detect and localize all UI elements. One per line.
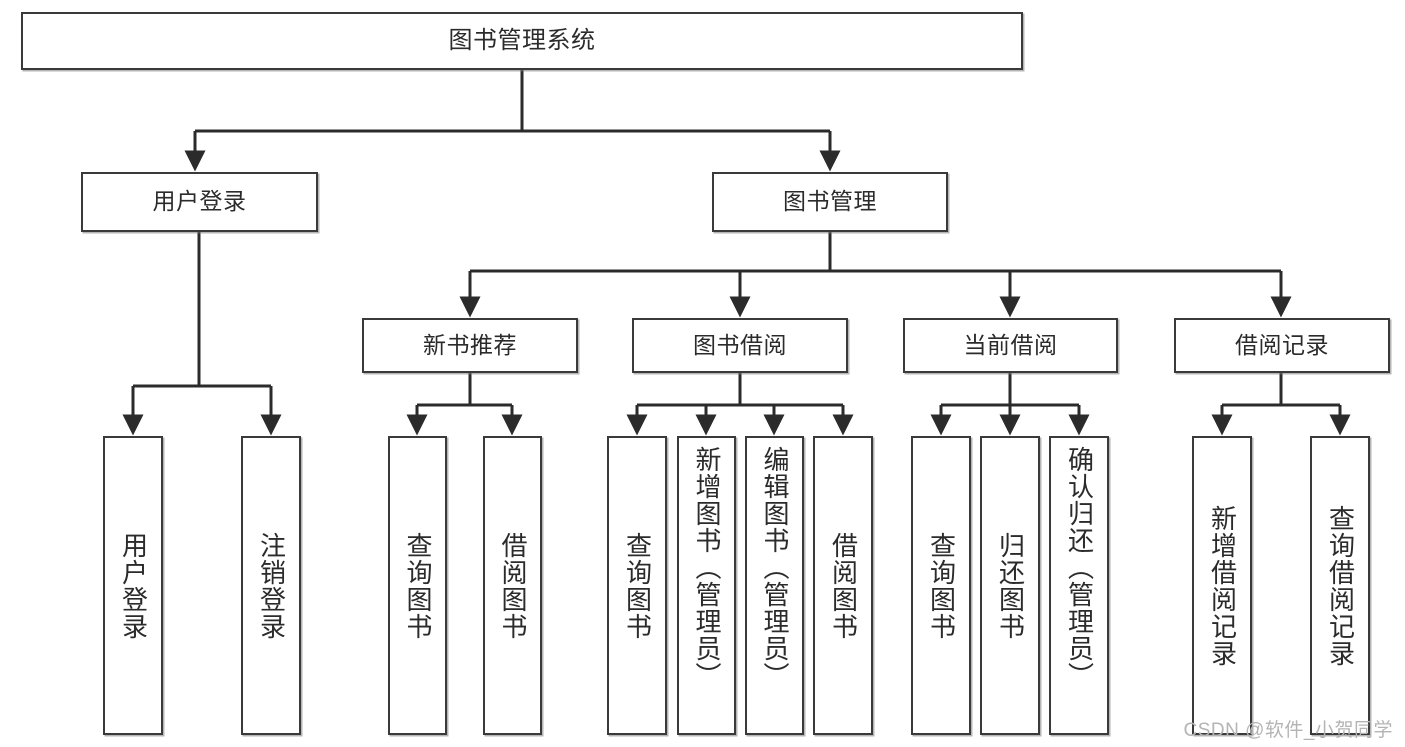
node-label: 确认归还（管理员） — [1064, 446, 1095, 689]
node-label: 编辑图书（管理员） — [760, 446, 791, 689]
node-label: 注销登录 — [256, 531, 287, 640]
node-label: 查询图书 — [403, 531, 434, 640]
node-label: 用户登录 — [152, 188, 247, 215]
leaf-borrow-book-1[interactable]: 借阅图书 — [483, 436, 542, 735]
node-label: 当前借阅 — [963, 331, 1058, 358]
leaf-return-book[interactable]: 归还图书 — [980, 436, 1040, 735]
node-label: 查询借阅记录 — [1325, 504, 1356, 667]
node-label: 借阅图书 — [498, 531, 529, 640]
leaf-query-book-1[interactable]: 查询图书 — [388, 436, 447, 735]
leaf-query-book-3[interactable]: 查询图书 — [911, 436, 971, 735]
leaf-add-borrow-record[interactable]: 新增借阅记录 — [1192, 436, 1252, 735]
node-label: 新增图书（管理员） — [692, 446, 723, 689]
node-label: 图书借阅 — [693, 331, 787, 358]
leaf-borrow-book-2[interactable]: 借阅图书 — [813, 436, 873, 735]
node-root-system[interactable]: 图书管理系统 — [21, 12, 1023, 70]
node-label: 归还图书 — [995, 531, 1026, 640]
leaf-logout[interactable]: 注销登录 — [241, 436, 301, 735]
node-label: 查询图书 — [926, 531, 957, 640]
node-label: 用户登录 — [118, 531, 149, 640]
node-new-book-recommend[interactable]: 新书推荐 — [362, 318, 578, 373]
node-current-borrow[interactable]: 当前借阅 — [903, 318, 1118, 373]
leaf-add-book-admin[interactable]: 新增图书（管理员） — [677, 436, 736, 735]
node-user-login[interactable]: 用户登录 — [81, 172, 318, 232]
node-book-manage[interactable]: 图书管理 — [712, 172, 948, 232]
leaf-query-book-2[interactable]: 查询图书 — [607, 436, 667, 735]
node-borrow-record[interactable]: 借阅记录 — [1174, 318, 1390, 373]
node-label: 借阅图书 — [828, 531, 859, 640]
node-label: 查询图书 — [622, 531, 653, 640]
leaf-confirm-return-admin[interactable]: 确认归还（管理员） — [1049, 436, 1109, 735]
node-label: 图书管理系统 — [448, 26, 596, 54]
node-label: 借阅记录 — [1235, 331, 1329, 358]
node-label: 新书推荐 — [423, 331, 517, 358]
node-book-borrow[interactable]: 图书借阅 — [632, 318, 848, 373]
leaf-user-login[interactable]: 用户登录 — [103, 436, 163, 735]
csdn-watermark: CSDN @软件_小贺同学 — [1183, 720, 1393, 741]
node-label: 图书管理 — [783, 188, 877, 215]
leaf-edit-book-admin[interactable]: 编辑图书（管理员） — [745, 436, 804, 735]
node-label: 新增借阅记录 — [1207, 504, 1238, 667]
leaf-query-borrow-record[interactable]: 查询借阅记录 — [1310, 436, 1370, 735]
